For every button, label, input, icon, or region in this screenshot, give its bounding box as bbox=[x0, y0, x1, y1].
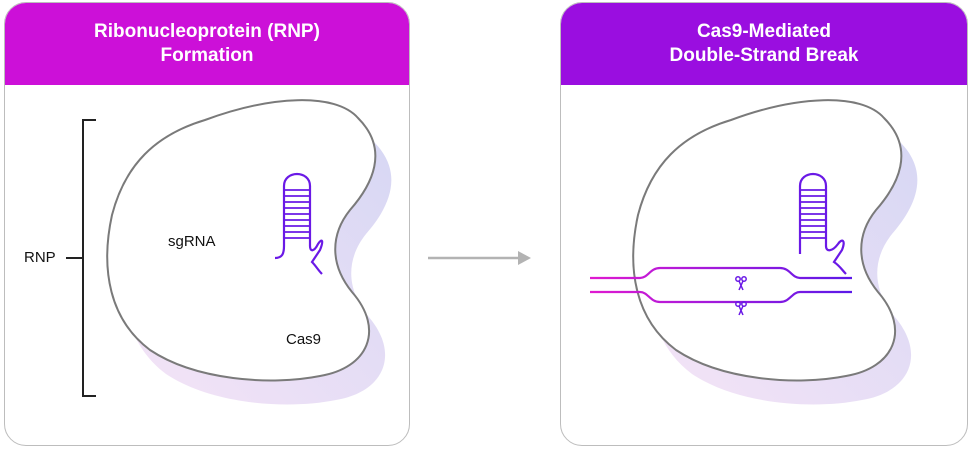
cas9-label: Cas9 bbox=[286, 331, 322, 348]
sgrna-label: sgRNA bbox=[168, 233, 216, 250]
process-arrow bbox=[428, 251, 531, 265]
scissors-icon bbox=[735, 301, 747, 316]
rnp-label: RNP bbox=[24, 249, 56, 266]
panel-title-rnp-formation: Ribonucleoprotein (RNP) Formation bbox=[5, 3, 409, 85]
panel-title-double-strand-break: Cas9-Mediated Double-Strand Break bbox=[561, 3, 967, 85]
sgrna-left bbox=[130, 172, 324, 275]
cas9-protein-right bbox=[632, 99, 918, 405]
scissors-icon bbox=[735, 276, 747, 291]
rnp-bracket bbox=[66, 119, 96, 397]
target-dna bbox=[590, 254, 852, 304]
cas9-protein-left bbox=[106, 99, 392, 405]
